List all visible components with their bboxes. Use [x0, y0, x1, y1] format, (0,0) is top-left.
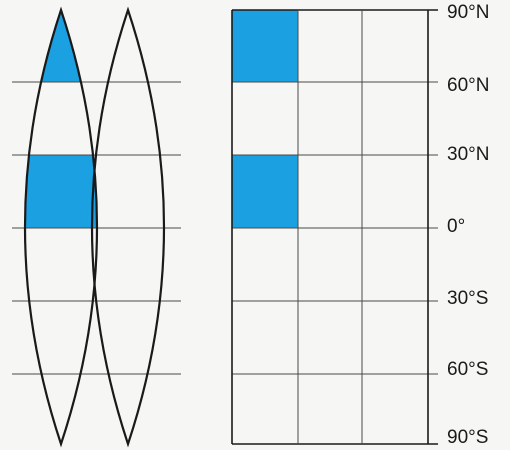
- latitude-label-60s: 60°S: [447, 359, 489, 380]
- latitude-label-60n: 60°N: [447, 75, 490, 96]
- globe-gore-2: [90, 6, 166, 448]
- latitude-label-30s: 30°S: [447, 288, 489, 309]
- gore-highlight-cell-0: [41, 10, 81, 82]
- globe-gores: [12, 6, 181, 448]
- latitude-label-equator: 0°: [447, 216, 466, 237]
- latitude-label-30n: 30°N: [447, 144, 490, 165]
- gore-highlight-cell-1: [25, 155, 97, 228]
- cylindrical-grid: [231, 9, 438, 445]
- latitude-label-90s: 90°S: [447, 427, 489, 448]
- latitude-label-90n: 90°N: [447, 2, 490, 23]
- grid-highlight-cell-1: [232, 155, 298, 228]
- grid-highlight-cell-0: [232, 10, 298, 82]
- globe-gore-1: [23, 6, 99, 448]
